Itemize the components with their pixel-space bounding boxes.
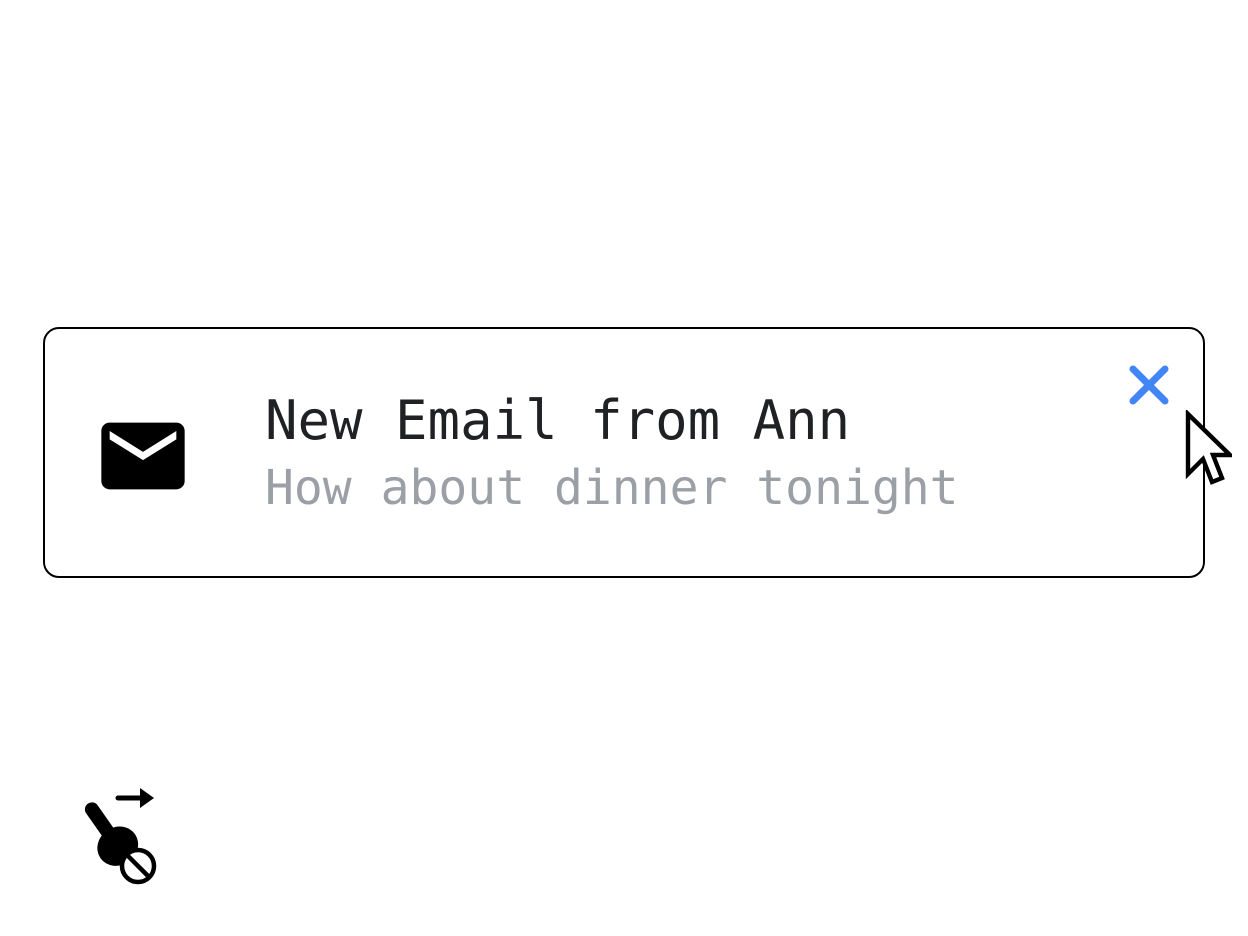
email-icon xyxy=(93,406,193,506)
notification-card[interactable]: New Email from Ann How about dinner toni… xyxy=(43,327,1205,578)
notification-subtitle: How about dinner tonight xyxy=(265,460,959,516)
notification-title: New Email from Ann xyxy=(265,389,851,452)
close-button[interactable] xyxy=(1127,363,1171,407)
close-icon xyxy=(1127,365,1171,410)
swipe-right-blocked-icon xyxy=(74,776,174,886)
